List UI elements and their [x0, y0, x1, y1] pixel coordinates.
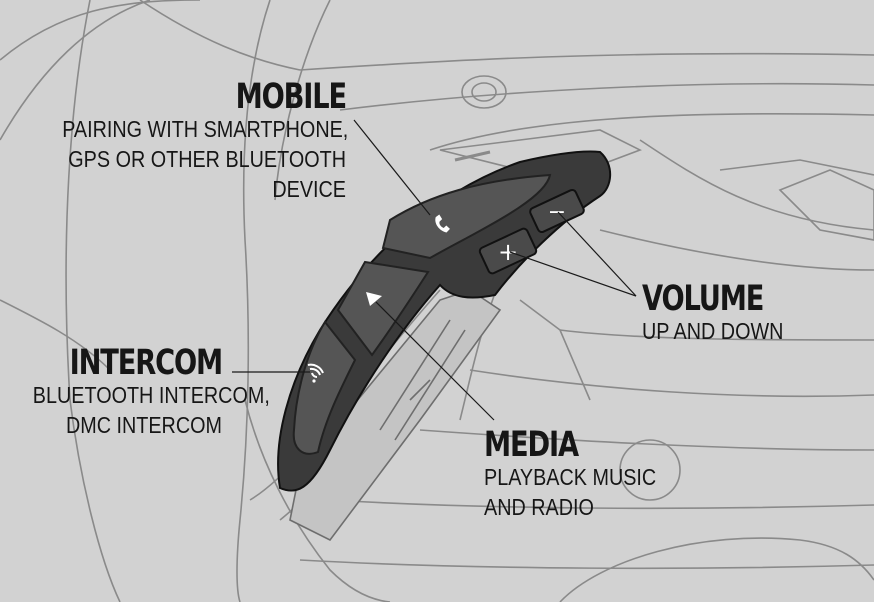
leader-lines: [232, 119, 637, 421]
media-description-line: PLAYBACK MUSIC: [484, 464, 657, 490]
mobile-description: PAIRING WITH SMARTPHONE, GPS OR OTHER BL…: [62, 114, 349, 204]
intercom-button[interactable]: [292, 320, 357, 455]
media-description-line: AND RADIO: [484, 494, 594, 520]
media-leader-line: [375, 301, 495, 421]
plus-icon: +: [498, 238, 518, 266]
media-description: PLAYBACK MUSIC AND RADIO: [484, 462, 690, 522]
volume-description: UP AND DOWN: [642, 316, 831, 346]
intercom-description: BLUETOOTH INTERCOM, DMC INTERCOM: [32, 380, 270, 440]
intercom-title: INTERCOM: [69, 343, 224, 383]
mobile-title: MOBILE: [235, 77, 348, 117]
volume-callout: VOLUME UP AND DOWN: [642, 282, 862, 346]
volume-title: VOLUME: [642, 279, 764, 319]
media-callout: MEDIA PLAYBACK MUSIC AND RADIO: [484, 428, 724, 522]
mobile-description-line: PAIRING WITH SMARTPHONE,: [62, 116, 349, 142]
mobile-button[interactable]: [381, 173, 552, 260]
volume-description-line: UP AND DOWN: [642, 318, 784, 344]
volume-leader-line-1: [557, 211, 637, 297]
wireless-signal-icon: [307, 363, 324, 383]
mounting-bracket: [289, 289, 502, 542]
mobile-leader-line: [353, 119, 431, 216]
mobile-callout: MOBILE PAIRING WITH SMARTPHONE, GPS OR O…: [16, 77, 349, 204]
phone-icon: [435, 214, 450, 233]
intercom-description-line: BLUETOOTH INTERCOM,: [32, 382, 270, 408]
intercom-callout: INTERCOM BLUETOOTH INTERCOM, DMC INTERCO…: [2, 343, 270, 440]
play-icon: [366, 292, 382, 306]
volume-down-button[interactable]: −: [529, 188, 585, 234]
minus-icon: −: [548, 200, 566, 225]
media-title: MEDIA: [484, 425, 579, 465]
mobile-description-line: GPS OR OTHER BLUETOOTH: [68, 146, 347, 172]
volume-leader-line-2: [509, 251, 637, 297]
intercom-description-line: DMC INTERCOM: [65, 412, 223, 438]
mobile-description-line: DEVICE: [272, 176, 346, 202]
volume-up-button[interactable]: +: [478, 227, 538, 275]
